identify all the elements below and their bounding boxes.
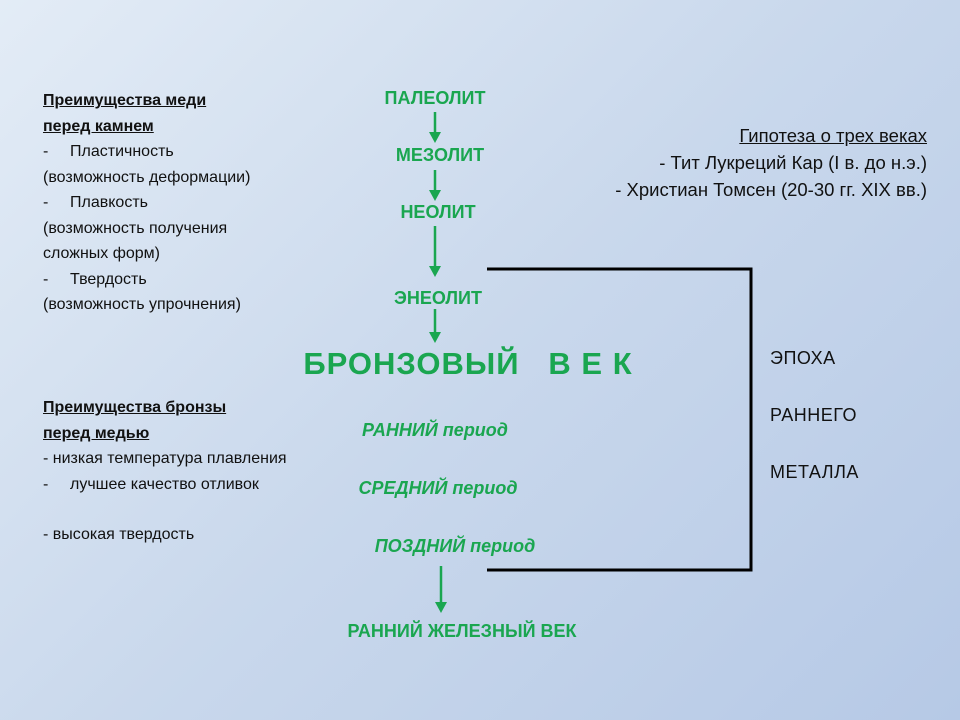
hypothesis-line-lucretius: - Тит Лукреций Кар (I в. до н.э.): [659, 152, 927, 173]
bullet-dash: -: [43, 475, 49, 493]
copper-item-note: (возможность получения: [43, 219, 228, 237]
copper-title-line1: Преимущества меди: [43, 92, 207, 109]
hypothesis-title: Гипотеза о трех веках: [739, 125, 927, 146]
copper-item-hardness: - Твердость: [43, 267, 250, 293]
era-bronze-age: БРОНЗОВЫЙ В Е К: [268, 346, 668, 382]
arrow-paleolith-mesolith: [429, 112, 441, 143]
period-late: ПОЗДНИЙ период: [374, 536, 536, 556]
item-name: Твердость: [70, 270, 147, 288]
era-mesolith: МЕЗОЛИТ: [395, 145, 485, 165]
bronze-title-line2: перед медью: [43, 424, 150, 442]
era-paleolith: ПАЛЕОЛИТ: [384, 88, 486, 108]
bullet-dash: -: [43, 194, 49, 211]
copper-item-fusibility: - Плавкость: [43, 190, 250, 216]
bronze-title-line1: Преимущества бронзы: [43, 399, 227, 416]
bullet-dash: -: [43, 143, 49, 160]
copper-advantages: Преимущества меди перед камнем - Пластичн…: [43, 88, 250, 318]
era-eneolith: ЭНЕОЛИТ: [394, 288, 482, 308]
era-early-iron-age: РАННИЙ ЖЕЛЕЗНЫЙ ВЕК: [347, 621, 577, 641]
copper-item-note: (возможность деформации): [43, 168, 251, 186]
arrow-neolith-eneolith: [429, 226, 441, 277]
arrow-mesolith-neolith: [429, 170, 441, 201]
copper-title-line2: перед камнем: [43, 117, 154, 135]
epoch-word-3: МЕТАЛЛА: [770, 462, 859, 482]
bronze-item-casting: - лучшее качество отливок: [43, 472, 287, 498]
bronze-item-low-melting: - низкая температура плавления: [43, 450, 287, 467]
bronze-advantages: Преимущества бронзы перед медью - низкая…: [43, 395, 287, 548]
item-name: лучшее качество отливок: [70, 475, 259, 493]
hypothesis-line-thomsen: - Христиан Томсен (20-30 гг. XIX вв.): [615, 179, 927, 200]
epoch-label: ЭПОХА РАННЕГО МЕТАЛЛА: [770, 330, 859, 501]
hypothesis: Гипотеза о трех веках - Тит Лукреций Кар…: [615, 122, 927, 203]
era-neolith: НЕОЛИТ: [400, 202, 476, 222]
period-middle: СРЕДНИЙ период: [358, 478, 518, 498]
item-name: Плавкость: [70, 194, 148, 211]
epoch-bracket: [487, 267, 753, 572]
item-name: Пластичность: [70, 143, 174, 160]
epoch-word-1: ЭПОХА: [770, 348, 836, 368]
bronze-age-label: БРОНЗОВЫЙ В Е К: [303, 346, 633, 381]
bullet-dash: -: [43, 270, 49, 288]
copper-item-note: (возможность упрочнения): [43, 296, 241, 313]
copper-item-note: сложных форм): [43, 245, 161, 262]
bronze-item-hardness: - высокая твердость: [43, 526, 195, 543]
arrow-eneolith-bronze: [429, 309, 441, 343]
copper-item-plasticity: - Пластичность: [43, 139, 250, 165]
arrow-bronze-iron: [435, 566, 447, 613]
epoch-word-2: РАННЕГО: [770, 405, 858, 425]
period-early: РАННИЙ период: [362, 420, 508, 440]
